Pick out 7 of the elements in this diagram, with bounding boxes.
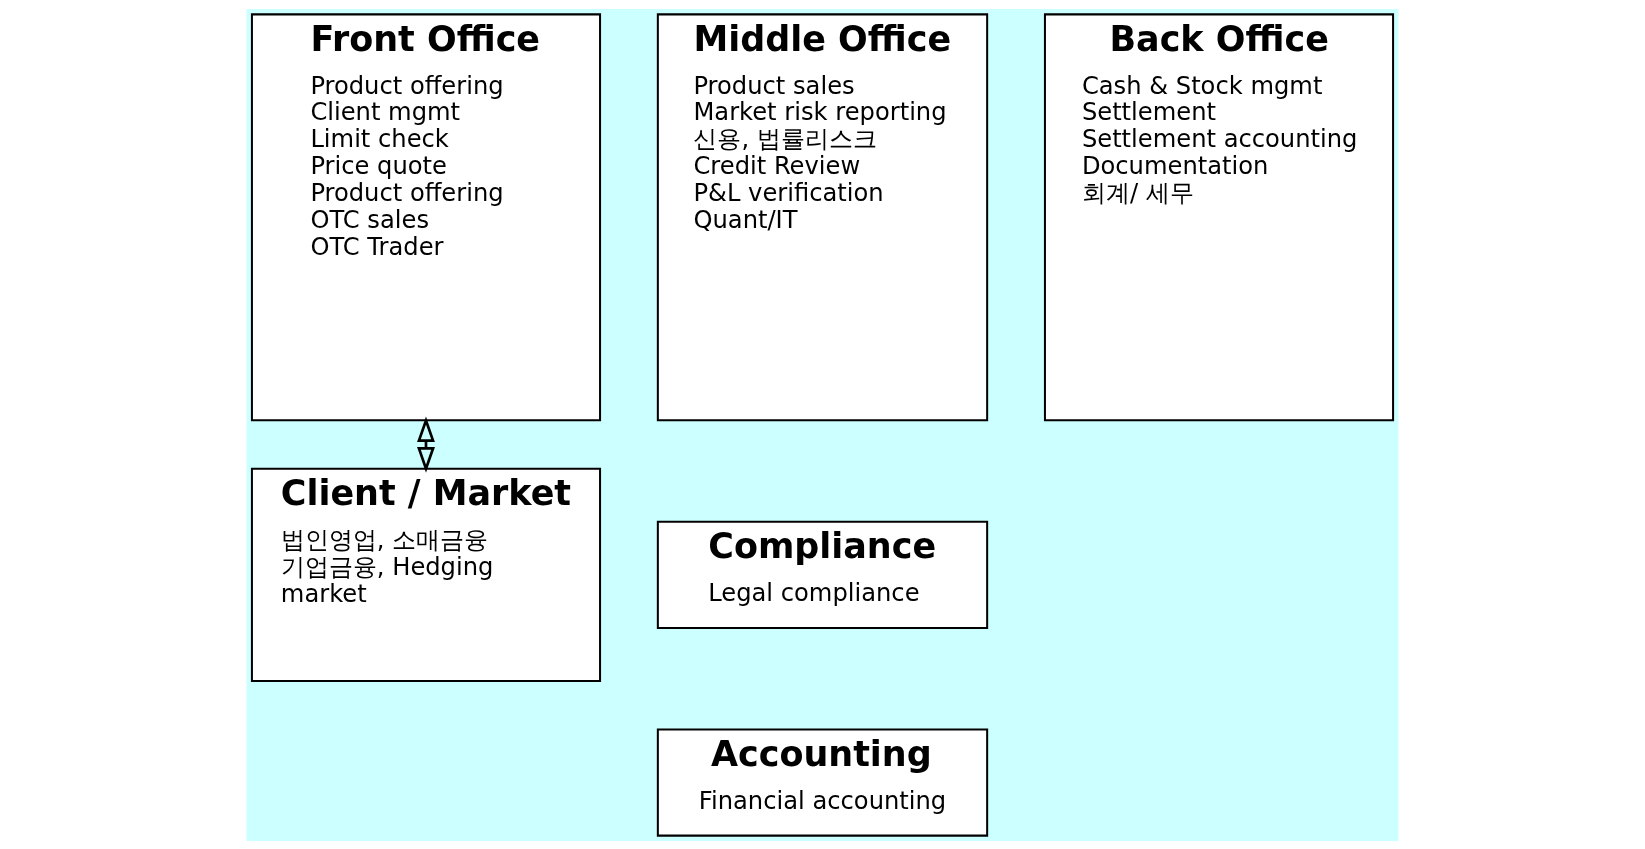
node-box: Client / Market 법인영업, 소매금융 기업금융, Hedging market [250,467,602,682]
arrow [417,415,435,473]
node-box: Compliance Legal compliance [656,520,989,629]
node-box: Back Office Cash & Stock mgmt Settlement Settlement accounting Documentation 회계/ 세무 [1043,12,1395,421]
node-box: Accounting Financial accounting [656,727,989,837]
node-box: Middle Office Product sales Market risk reporting 신용, 법률리스크 Credit Review P&L verification Quant/IT [656,12,989,421]
node-box: Front Office Product offering Client mgmt Limit check Price quote Product offering OTC sales OTC Trader [250,12,602,421]
